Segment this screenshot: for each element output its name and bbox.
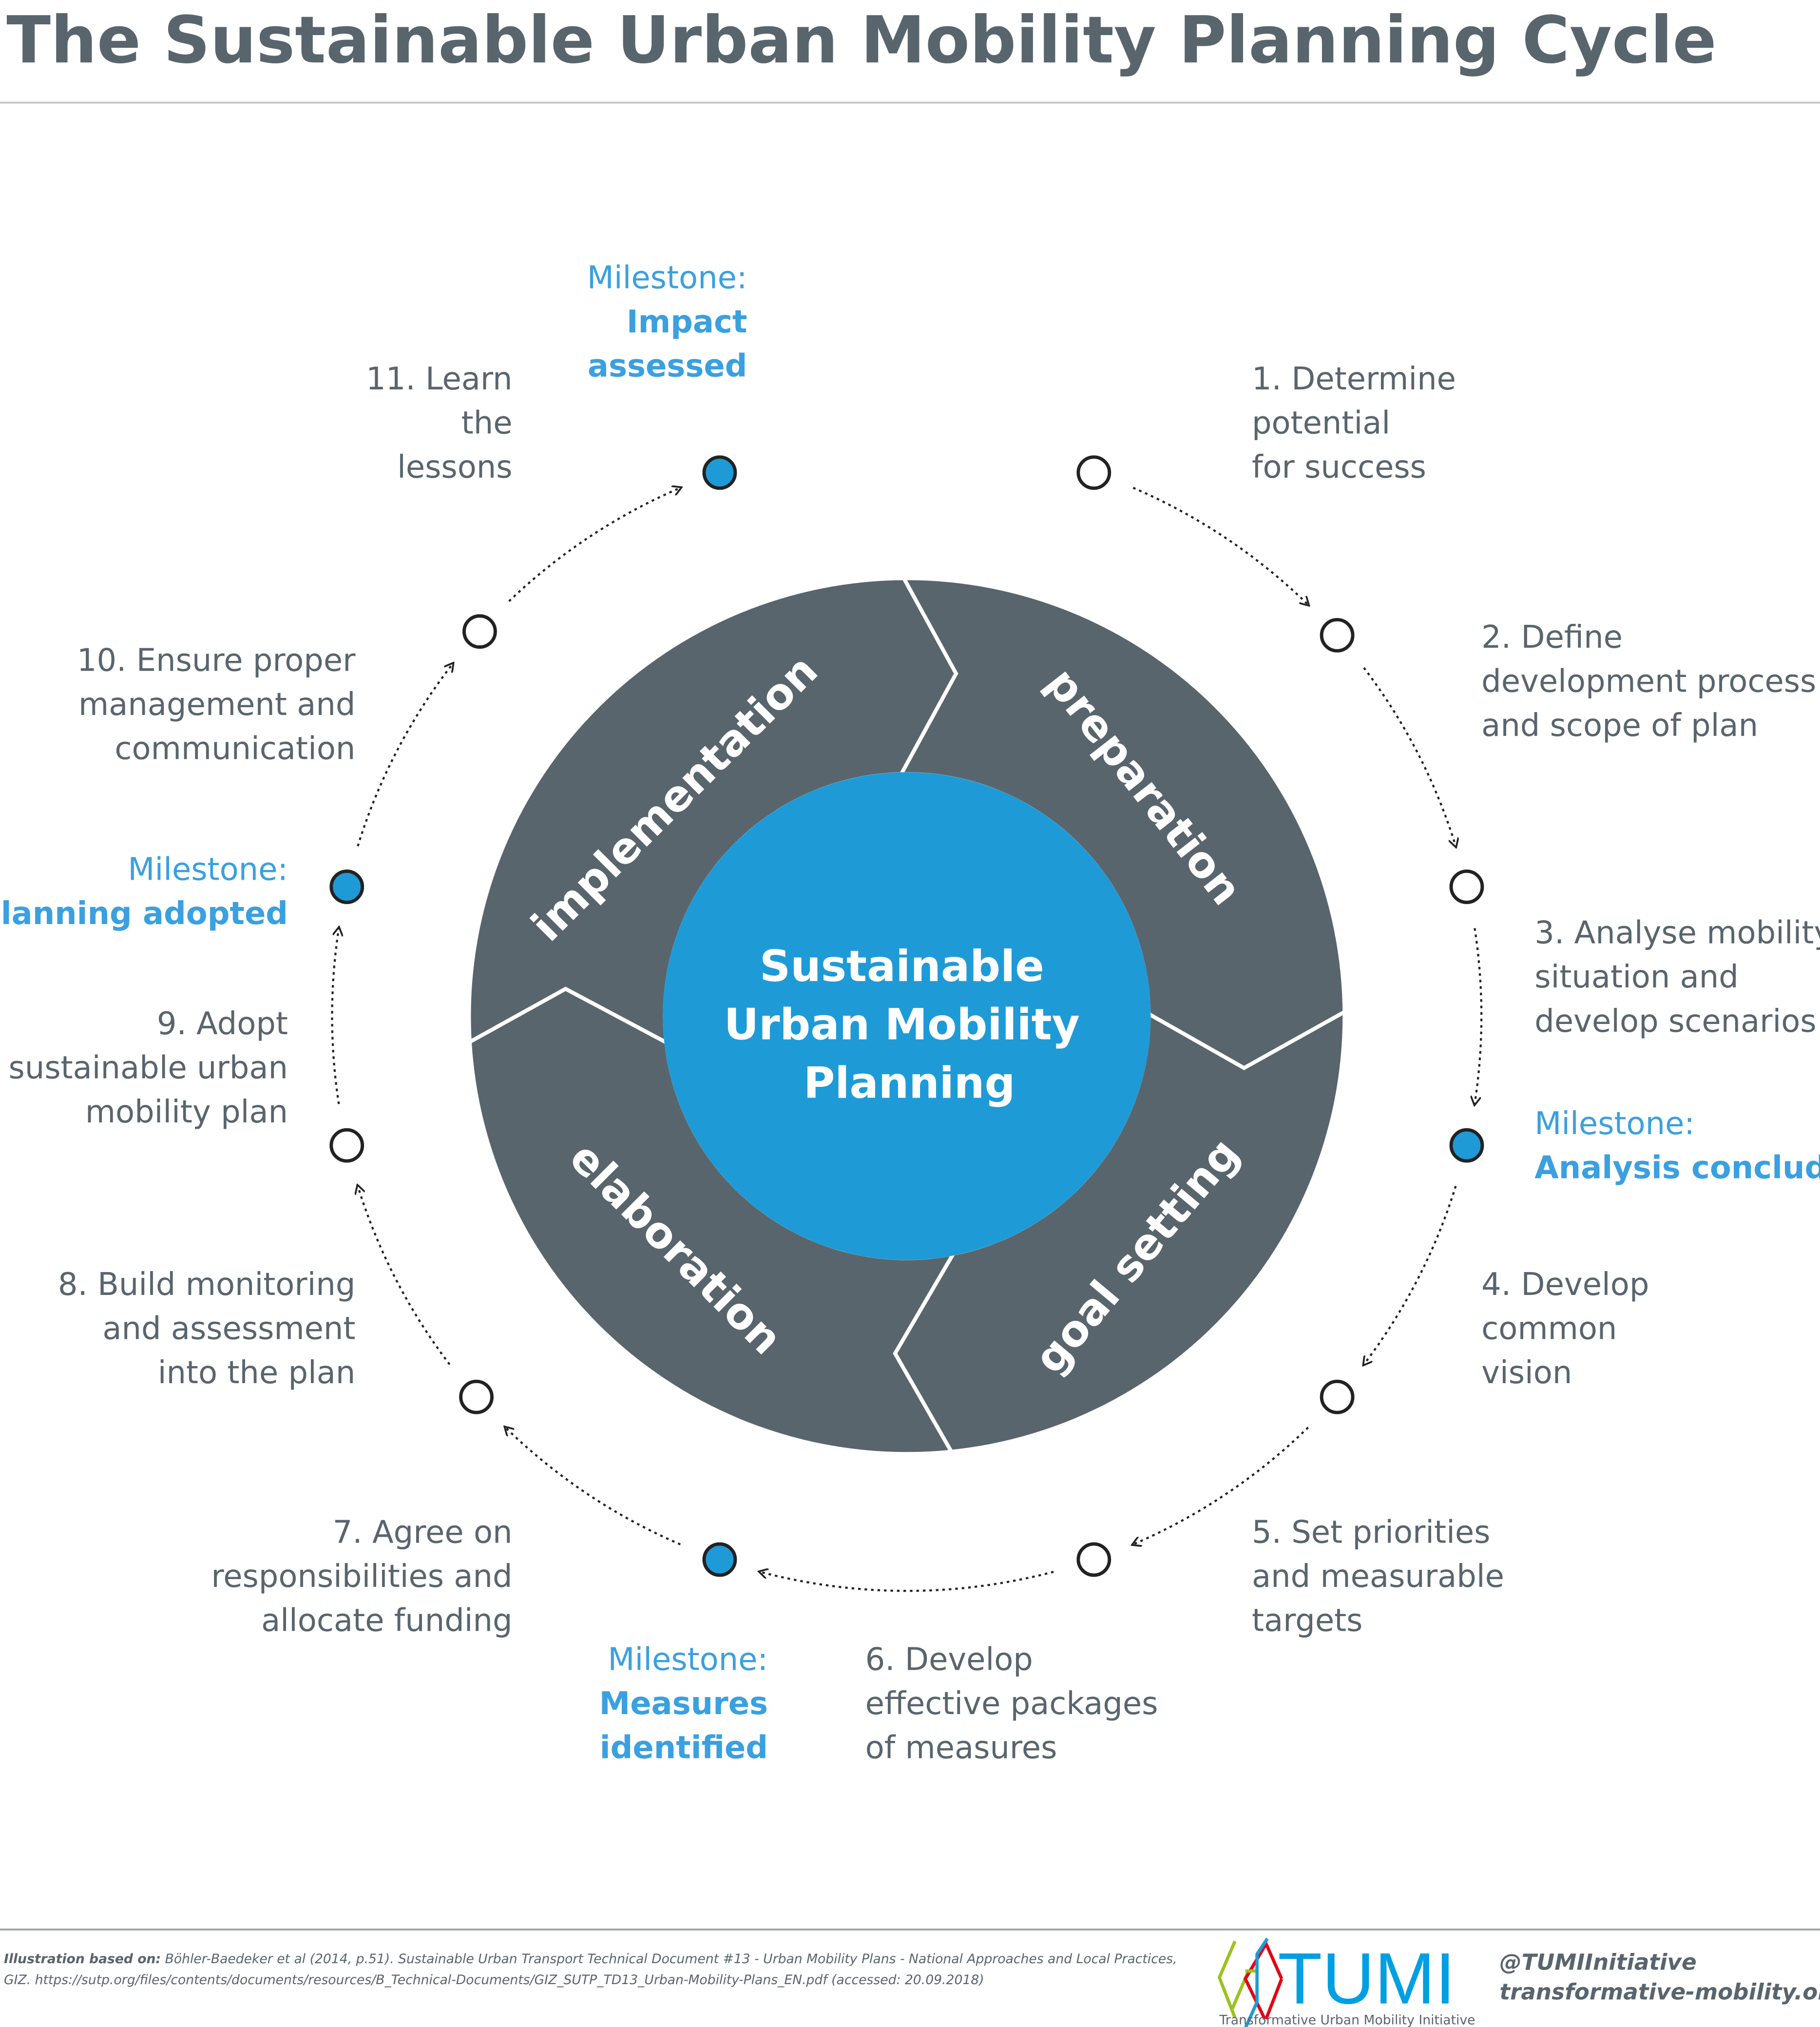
ring-donut — [471, 580, 1343, 1452]
milestone-node — [702, 1542, 737, 1577]
divider-top — [900, 578, 958, 774]
step-node — [1449, 869, 1484, 904]
divider-bottom — [893, 1252, 956, 1452]
cycle-arrow — [357, 664, 453, 847]
milestone-planning-adopted: Milestone:Planning adopted — [0, 851, 288, 932]
milestone-node — [1449, 1128, 1484, 1163]
cycle-arrow — [1132, 486, 1308, 605]
step-node — [1076, 1542, 1111, 1577]
cycle-arrow — [760, 1572, 1054, 1592]
logo-text: TUMI — [1278, 1938, 1455, 2019]
website-link[interactable]: transformative-mobility.org — [1499, 1979, 1820, 2005]
cycle-arrow — [358, 1186, 451, 1365]
tumi-network-icon — [1217, 1937, 1284, 2027]
twitter-handle[interactable]: @TUMIInitiative — [1499, 1950, 1696, 1975]
cycle-nodes — [329, 455, 1484, 1577]
step-node — [1320, 1379, 1355, 1414]
cycle-arrow — [508, 488, 681, 602]
source-citation: Illustration based on: Böhler-Baedeker e… — [4, 1951, 1181, 1988]
page-title: The Sustainable Urban Mobility Planning … — [6, 2, 1716, 78]
divider-right — [1147, 1010, 1345, 1070]
tumi-logo: TUMI Transformative Urban Mobility Initi… — [1217, 1937, 1475, 2027]
milestone-node — [329, 869, 364, 904]
step-node — [329, 1128, 364, 1163]
step-node — [1320, 618, 1355, 653]
cycle-arrow — [1475, 928, 1483, 1104]
phase-ring: preparation goal setting elaboration imp… — [468, 578, 1345, 1452]
step-node — [459, 1379, 494, 1414]
milestone-analysis-concluded: Milestone:Analysis concluded — [1534, 1106, 1820, 1186]
milestone-node — [702, 455, 737, 490]
cycle-arrow — [1363, 667, 1456, 846]
cycle-arrow — [331, 928, 339, 1104]
step-node — [1076, 455, 1111, 490]
logo-subtitle: Transformative Urban Mobility Initiative — [1219, 2012, 1475, 2027]
divider-left — [468, 986, 667, 1044]
cycle-arrow — [1133, 1427, 1309, 1544]
center-circle — [663, 772, 1151, 1260]
cycle-arrow — [1364, 1185, 1457, 1365]
center-label: Sustainable Urban Mobility Planning — [724, 941, 1095, 1108]
cycle-arrows — [331, 486, 1483, 1592]
step-node — [462, 614, 497, 649]
cycle-arrow — [505, 1428, 681, 1545]
